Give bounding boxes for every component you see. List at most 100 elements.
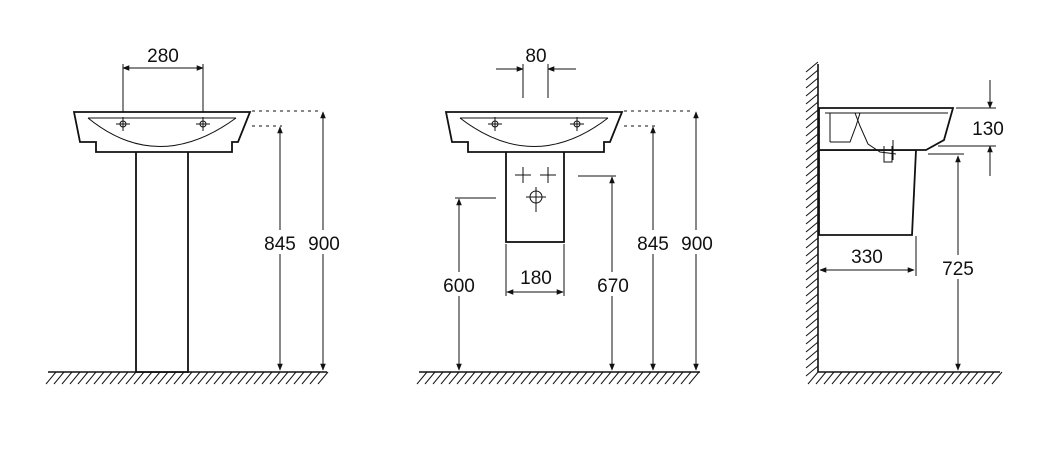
hatch-line: [805, 189, 819, 201]
dim-label-330: 330: [851, 247, 883, 268]
semi-pedestal-view: 80 180 600 670 845 900: [416, 46, 720, 385]
hatch-line: [221, 371, 233, 385]
hatch-line: [805, 141, 819, 153]
dim-label-845: 845: [264, 234, 296, 255]
hatch-line: [805, 69, 819, 81]
hatch-line: [943, 371, 955, 385]
dim-label-725: 725: [942, 259, 974, 280]
hatch-line: [61, 371, 73, 385]
hatch-line: [805, 269, 819, 281]
hatch-line: [975, 371, 987, 385]
hatch-line: [959, 371, 971, 385]
hatch-line: [935, 371, 947, 385]
hatch-line: [967, 371, 979, 385]
dim-label-600: 600: [443, 276, 475, 297]
basin-front-middle: [444, 111, 624, 153]
hatch-line: [805, 237, 819, 249]
dim-label-180: 180: [520, 268, 552, 289]
hatch-line: [805, 61, 819, 73]
hatch-line: [656, 371, 668, 385]
hatch-line: [237, 371, 249, 385]
hatch-line: [805, 349, 819, 361]
hatch-line: [165, 371, 177, 385]
basin-front-left: [72, 111, 252, 153]
hatch-line: [77, 371, 89, 385]
hatch-line: [536, 371, 548, 385]
hatch-line: [805, 261, 819, 273]
hatch-line: [269, 371, 281, 385]
hatch-line: [805, 181, 819, 193]
hatch-line: [520, 371, 532, 385]
hatch-line: [805, 157, 819, 169]
hatch-line: [805, 293, 819, 305]
hatch-line: [496, 371, 508, 385]
hatch-line: [887, 371, 899, 385]
hatch-line: [895, 371, 907, 385]
tap-hole-icon: [196, 117, 210, 131]
hatch-line: [456, 371, 468, 385]
dim-label-80: 80: [525, 46, 546, 67]
hatch-line: [560, 371, 572, 385]
wall-hatching: [805, 61, 819, 377]
tap-hole-icon: [116, 117, 130, 131]
hatch-line: [117, 371, 129, 385]
hatch-line: [805, 165, 819, 177]
hatch-line: [616, 371, 628, 385]
hatch-line: [805, 101, 819, 113]
hatch-line: [85, 371, 97, 385]
hatch-line: [855, 371, 867, 385]
hatch-line: [805, 285, 819, 297]
hatch-line: [317, 371, 329, 385]
hatch-line: [640, 371, 652, 385]
hatch-line: [528, 371, 540, 385]
hatch-line: [157, 371, 169, 385]
hatch-line: [951, 371, 963, 385]
hatch-line: [125, 371, 137, 385]
basin-side-inner-wall: [829, 112, 861, 143]
hatch-line: [805, 317, 819, 329]
hatch-line: [448, 371, 460, 385]
hatch-line: [983, 371, 995, 385]
hatch-line: [293, 371, 305, 385]
basin-side-bowl-line: [854, 112, 897, 155]
side-view: 130 330 725: [805, 61, 1004, 385]
hatch-line: [69, 371, 81, 385]
hatch-line: [592, 371, 604, 385]
hatch-line: [584, 371, 596, 385]
hatch-line: [672, 371, 684, 385]
hatch-line: [301, 371, 313, 385]
hatch-line: [440, 371, 452, 385]
hatch-line: [805, 109, 819, 121]
tap-hole-icon: [488, 117, 502, 131]
dim-label-900: 900: [308, 234, 340, 255]
pedestal-view: 280 845 900: [45, 46, 346, 385]
hatch-line: [805, 77, 819, 89]
hatch-line: [680, 371, 692, 385]
basin-bowl-curve-middle: [459, 117, 609, 147]
hatch-line: [277, 371, 289, 385]
hatch-line: [53, 371, 65, 385]
hatch-line: [805, 213, 819, 225]
hatch-line: [839, 371, 851, 385]
hatch-line: [847, 371, 859, 385]
hatch-line: [991, 371, 1003, 385]
dim-label-670: 670: [597, 276, 629, 297]
hatch-line: [805, 197, 819, 209]
waste-outlet-icon: [515, 167, 556, 212]
hatch-line: [805, 125, 819, 137]
hatch-line: [911, 371, 923, 385]
hatch-line: [807, 371, 819, 385]
hatch-line: [879, 371, 891, 385]
hatch-line: [261, 371, 273, 385]
hatch-line: [309, 371, 321, 385]
hatch-line: [568, 371, 580, 385]
hatch-line: [632, 371, 644, 385]
hatch-line: [805, 93, 819, 105]
hatch-line: [472, 371, 484, 385]
hatch-line: [624, 371, 636, 385]
hatch-line: [552, 371, 564, 385]
floor-hatching-middle: [416, 371, 700, 385]
hatch-line: [648, 371, 660, 385]
hatch-line: [805, 325, 819, 337]
hatch-line: [133, 371, 145, 385]
